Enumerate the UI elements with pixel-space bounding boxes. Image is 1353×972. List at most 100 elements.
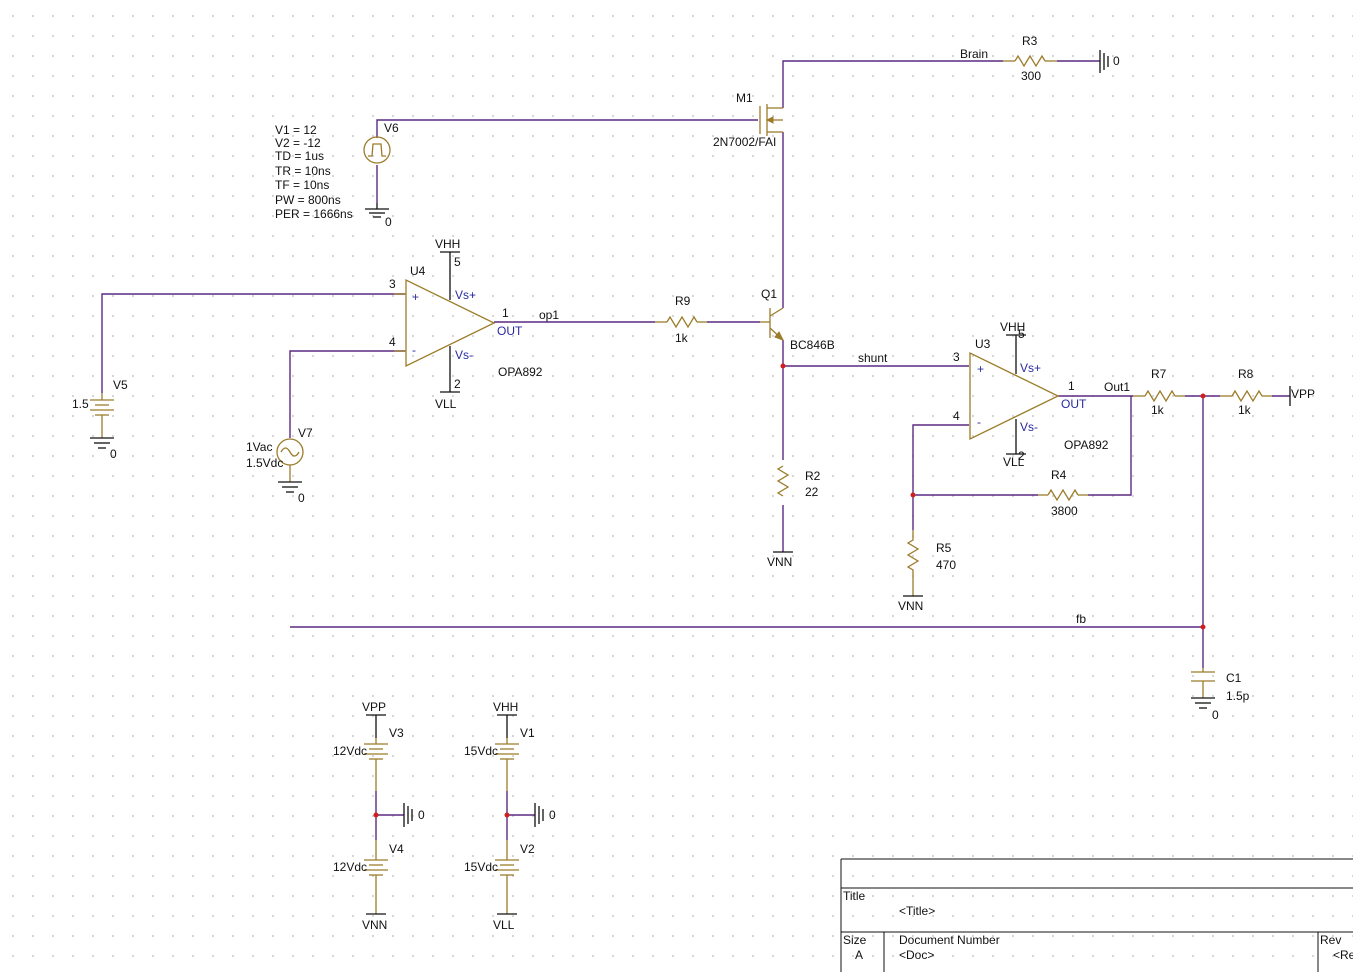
svg-text:VHH: VHH <box>1000 320 1025 334</box>
v6-param-per: PER = 1666ns <box>275 207 353 221</box>
svg-text:2: 2 <box>454 377 461 391</box>
junction-dot <box>1200 393 1206 399</box>
net-label-op1: op1 <box>539 308 559 322</box>
mosfet-m1[interactable]: M1 2N7002/FAI <box>713 91 783 149</box>
svg-text:VPP: VPP <box>362 700 386 714</box>
resistor-r7[interactable]: R7 1k <box>1133 367 1185 417</box>
v2-value: 15Vdc <box>464 860 498 874</box>
v6-param-v2: V2 = -12 <box>275 136 321 150</box>
svg-text:+: + <box>977 362 984 376</box>
dc-source-v1[interactable]: V1 15Vdc <box>464 726 535 791</box>
v5-ref: V5 <box>113 378 128 392</box>
dc-source-v2[interactable]: V2 15Vdc <box>464 840 535 914</box>
wire-v5-u4plus[interactable] <box>101 293 405 393</box>
resistor-r5[interactable]: R5 470 <box>906 530 956 596</box>
r4-value: 3800 <box>1051 504 1078 518</box>
junction-dot <box>910 492 916 498</box>
svg-text:0: 0 <box>1113 54 1120 68</box>
svg-text:1: 1 <box>502 306 509 320</box>
net-label-shunt: shunt <box>858 351 888 365</box>
svg-text:0: 0 <box>298 491 305 505</box>
v1-ref: V1 <box>520 726 535 740</box>
opamp-u4[interactable]: U4 3 4 5 2 1 + - Vs+ Vs- OUT OPA892 VHH … <box>389 237 543 411</box>
svg-text:3: 3 <box>389 277 396 291</box>
r8-value: 1k <box>1238 403 1252 417</box>
wire-v6-gate[interactable] <box>376 119 758 138</box>
junctions <box>373 363 1206 818</box>
size-label: Size <box>843 933 867 947</box>
ground-symbol-v1v2: 0 <box>534 803 556 827</box>
v6-ref: V6 <box>384 121 399 135</box>
svg-text:5: 5 <box>1018 327 1025 341</box>
wire-u3minus-r5[interactable] <box>912 424 969 530</box>
dc-source-v5[interactable]: V5 1.5 <box>72 378 128 438</box>
document-number-label: Document Number <box>899 933 1000 947</box>
rev-value: <Re <box>1333 948 1353 962</box>
net-label-brain: Brain <box>960 47 988 61</box>
resistor-r3[interactable]: R3 300 <box>1003 34 1057 83</box>
ac-source-v7[interactable]: V7 1Vac 1.5Vdc <box>246 426 313 482</box>
svg-text:Vs-: Vs- <box>455 348 473 362</box>
capacitor-c1[interactable]: C1 1.5p <box>1191 668 1250 703</box>
svg-text:VNN: VNN <box>362 918 387 932</box>
r7-value: 1k <box>1151 403 1165 417</box>
resistor-r4[interactable]: R4 3800 <box>1038 468 1088 518</box>
svg-text:Vs+: Vs+ <box>1020 361 1041 375</box>
transistor-q1[interactable]: Q1 BC846B <box>760 287 835 352</box>
wire-out1-r4[interactable] <box>1088 396 1132 496</box>
v6-param-pw: PW = 800ns <box>275 193 341 207</box>
v7-ac: 1Vac <box>246 440 272 454</box>
ground-symbol-c1: 0 <box>1191 697 1219 722</box>
dc-source-v3[interactable]: V3 12Vdc <box>333 726 404 791</box>
document-number-value: <Doc> <box>899 948 934 962</box>
junction-dot <box>1200 624 1206 630</box>
q1-model: BC846B <box>790 338 835 352</box>
svg-text:VPP: VPP <box>1291 387 1315 401</box>
ground-symbol-v6: 0 <box>365 203 392 229</box>
power-symbol-vnn-v4: VNN <box>362 913 387 932</box>
pulse-source-v6[interactable]: V6 V1 = 12 V2 = -12 TD = 1us TR = 10ns T… <box>275 121 399 221</box>
v5-value: 1.5 <box>72 397 89 411</box>
power-symbol-vll-v2: VLL <box>493 913 517 932</box>
r5-value: 470 <box>936 558 956 572</box>
svg-text:2: 2 <box>1018 449 1025 463</box>
svg-text:VLL: VLL <box>1003 455 1025 469</box>
r9-value: 1k <box>675 331 689 345</box>
wire-brain-net[interactable] <box>782 60 1003 108</box>
svg-text:VHH: VHH <box>435 237 460 251</box>
power-symbol-vpp-v3: VPP <box>362 700 386 738</box>
resistor-r2[interactable]: R2 22 <box>776 465 821 499</box>
resistor-r8[interactable]: R8 1k <box>1220 367 1272 417</box>
ground-symbol-v3v4: 0 <box>403 803 425 827</box>
svg-text:-: - <box>412 343 416 357</box>
title-value: <Title> <box>899 904 935 918</box>
svg-text:VNN: VNN <box>898 599 923 613</box>
c1-ref: C1 <box>1226 671 1242 685</box>
opamp-u3[interactable]: U3 3 4 5 2 1 + - Vs+ Vs- OUT OPA892 VHH … <box>953 320 1109 469</box>
u3-ref: U3 <box>975 337 991 351</box>
svg-text:OUT: OUT <box>497 324 523 338</box>
svg-text:0: 0 <box>549 808 556 822</box>
u4-model: OPA892 <box>498 365 543 379</box>
r8-ref: R8 <box>1238 367 1254 381</box>
v3-ref: V3 <box>389 726 404 740</box>
svg-text:5: 5 <box>454 255 461 269</box>
r7-ref: R7 <box>1151 367 1167 381</box>
v4-ref: V4 <box>389 842 404 856</box>
svg-text:1: 1 <box>1068 379 1075 393</box>
title-block: Title <Title> Size A Document Number <Do… <box>840 858 1353 972</box>
wires <box>101 60 1290 840</box>
resistor-r9[interactable]: R9 1k <box>655 294 707 345</box>
svg-text:4: 4 <box>953 409 960 423</box>
dc-source-v4[interactable]: V4 12Vdc <box>333 840 404 914</box>
svg-text:Vs-: Vs- <box>1020 420 1038 434</box>
v2-ref: V2 <box>520 842 535 856</box>
power-symbol-vnn-r5: VNN <box>898 595 923 613</box>
v7-ref: V7 <box>298 426 313 440</box>
svg-text:0: 0 <box>418 808 425 822</box>
ground-symbol-r3: 0 <box>1099 50 1120 73</box>
wire-v7-u4minus[interactable] <box>289 350 405 438</box>
r9-ref: R9 <box>675 294 691 308</box>
svg-text:4: 4 <box>389 335 396 349</box>
u4-ref: U4 <box>410 264 426 278</box>
